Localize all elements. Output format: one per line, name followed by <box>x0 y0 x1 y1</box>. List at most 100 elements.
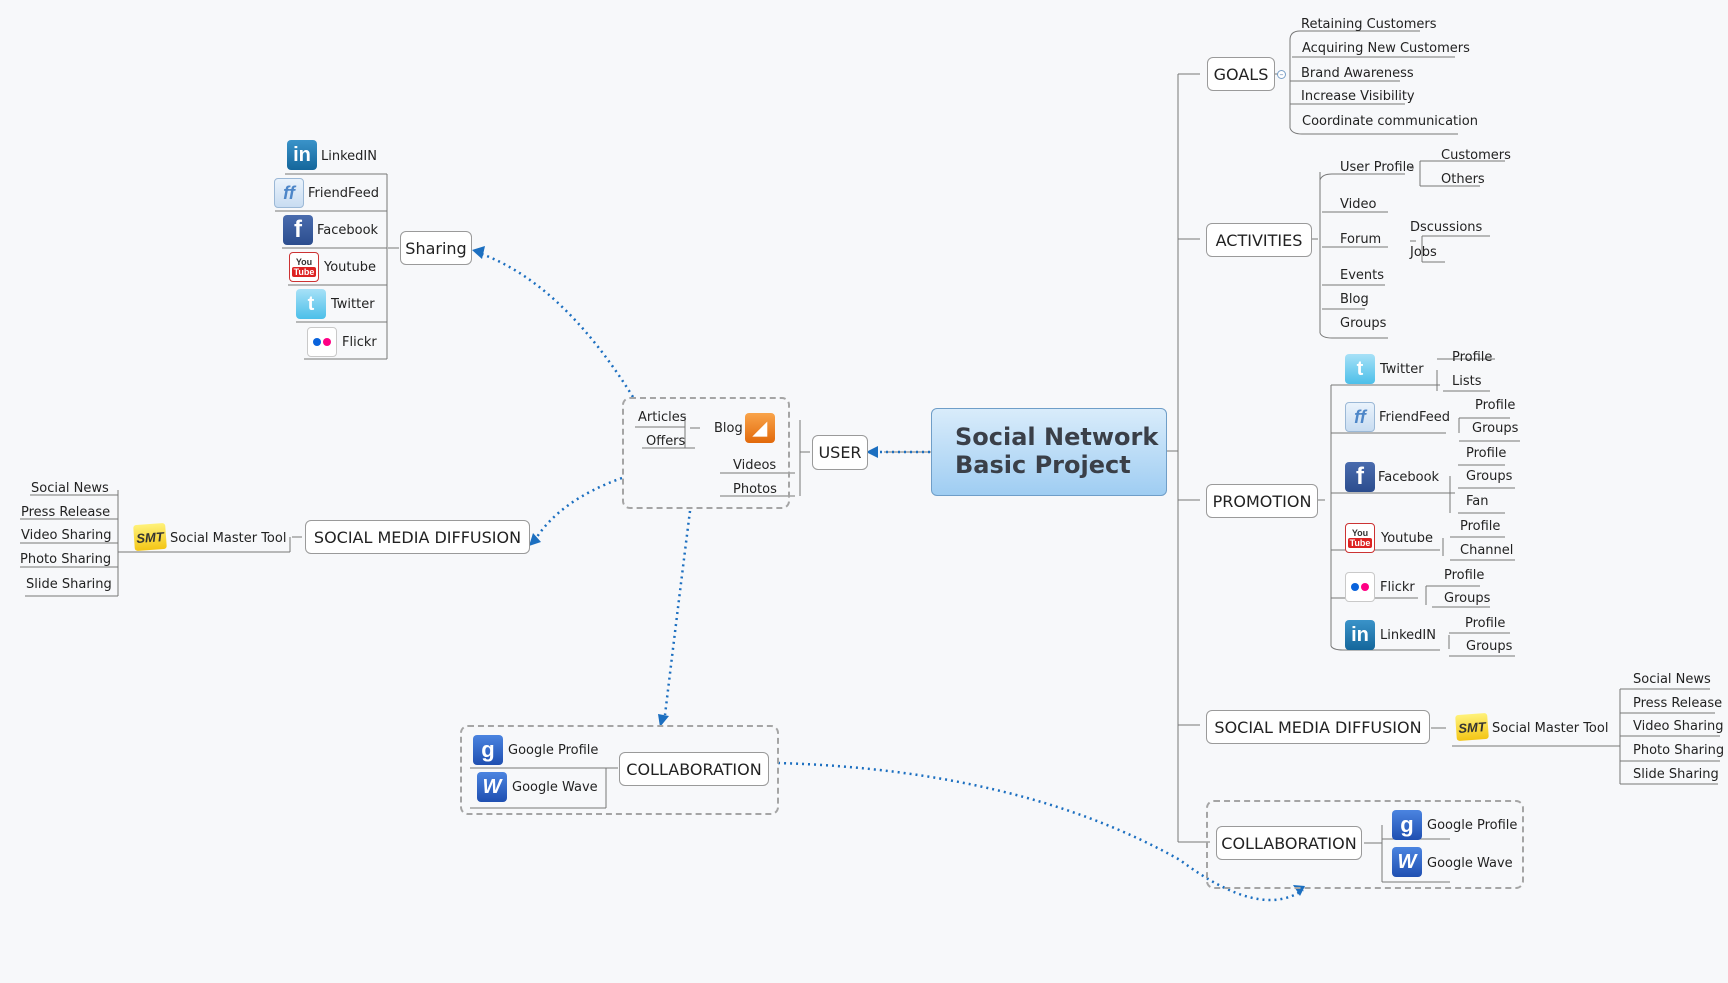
promotion-subitem[interactable]: Profile <box>1444 568 1485 583</box>
promotion-twitter[interactable]: Twitter <box>1380 362 1424 377</box>
activity-events[interactable]: Events <box>1340 268 1385 283</box>
activity-subitem[interactable]: Others <box>1441 172 1485 187</box>
activity-subitem[interactable]: Dscussions <box>1410 220 1483 235</box>
user-node[interactable]: USER <box>812 435 868 470</box>
collapse-toggle-icon[interactable]: – <box>1277 70 1286 79</box>
collab-item[interactable]: Google Wave <box>512 780 598 795</box>
promotion-youtube[interactable]: Youtube <box>1381 531 1433 546</box>
promotion-node[interactable]: PROMOTION <box>1206 484 1318 518</box>
collaboration-group-frame <box>460 725 779 815</box>
collab-item[interactable]: Google Profile <box>1427 818 1518 833</box>
promotion-linkedin[interactable]: LinkedIN <box>1380 628 1436 643</box>
promotion-subitem[interactable]: Profile <box>1452 350 1493 365</box>
activity-blog[interactable]: Blog <box>1340 292 1369 307</box>
sharing-item[interactable]: Twitter <box>331 297 375 312</box>
promotion-subitem[interactable]: Fan <box>1466 494 1489 509</box>
goal-item[interactable]: Brand Awareness <box>1301 66 1414 81</box>
smd-item[interactable]: Press Release <box>1633 696 1723 711</box>
youtube-icon: You Tube <box>289 252 319 282</box>
linkedin-icon: in <box>287 140 317 170</box>
goals-node[interactable]: GOALS <box>1207 57 1275 91</box>
google-icon: g <box>1392 810 1422 840</box>
user-group-frame <box>622 397 790 509</box>
twitter-icon: t <box>296 289 326 319</box>
user-item-photos[interactable]: Photos <box>733 482 777 497</box>
collaboration-group-frame <box>1206 800 1524 889</box>
sharing-node[interactable]: Sharing <box>400 231 472 265</box>
google-wave-icon: W <box>477 772 507 802</box>
social-media-diffusion-node[interactable]: SOCIAL MEDIA DIFFUSION <box>1206 710 1430 744</box>
youtube-icon-bottom: Tube <box>291 267 317 277</box>
friendfeed-icon: ff <box>274 178 304 208</box>
facebook-icon: f <box>1345 462 1375 492</box>
friendfeed-icon: ff <box>1345 402 1375 432</box>
social-master-tool[interactable]: Social Master Tool <box>170 531 287 546</box>
activities-node[interactable]: ACTIVITIES <box>1206 223 1312 257</box>
smd-item[interactable]: Video Sharing <box>21 528 112 543</box>
central-title-line2: Basic Project <box>955 451 1131 479</box>
collaboration-node[interactable]: COLLABORATION <box>1216 826 1362 860</box>
collab-item[interactable]: Google Wave <box>1427 856 1513 871</box>
smd-item[interactable]: Slide Sharing <box>26 577 112 592</box>
sharing-item[interactable]: Youtube <box>324 260 376 275</box>
activity-subitem[interactable]: Jobs <box>1410 245 1437 260</box>
promotion-subitem[interactable]: Groups <box>1444 591 1491 606</box>
flickr-icon <box>1345 572 1375 602</box>
user-item-videos[interactable]: Videos <box>733 458 777 473</box>
user-item-offers[interactable]: Offers <box>646 434 686 449</box>
youtube-icon: You Tube <box>1345 523 1375 553</box>
smd-item[interactable]: Photo Sharing <box>1633 743 1725 758</box>
rss-icon: ◢ <box>745 413 775 443</box>
flickr-icon <box>307 327 337 357</box>
social-master-tool[interactable]: Social Master Tool <box>1492 721 1609 736</box>
activity-forum[interactable]: Forum <box>1340 232 1382 247</box>
social-media-diffusion-node[interactable]: SOCIAL MEDIA DIFFUSION <box>305 520 530 554</box>
promotion-subitem[interactable]: Channel <box>1460 543 1514 558</box>
sharing-item[interactable]: Facebook <box>317 223 379 238</box>
smd-item[interactable]: Video Sharing <box>1633 719 1724 734</box>
promotion-friendfeed[interactable]: FriendFeed <box>1379 410 1450 425</box>
smd-item[interactable]: Social News <box>1633 672 1711 687</box>
user-item-blog[interactable]: Blog <box>714 421 743 436</box>
promotion-facebook[interactable]: Facebook <box>1378 470 1440 485</box>
promotion-subitem[interactable]: Groups <box>1466 469 1513 484</box>
goal-item[interactable]: Coordinate communication <box>1302 114 1478 129</box>
youtube-icon-top: You <box>1351 528 1369 538</box>
sharing-item[interactable]: FriendFeed <box>308 186 379 201</box>
central-topic[interactable]: Social Network Basic Project <box>931 408 1167 496</box>
smd-item[interactable]: Press Release <box>21 505 111 520</box>
google-icon: g <box>473 735 503 765</box>
promotion-subitem[interactable]: Profile <box>1466 446 1507 461</box>
sharing-item[interactable]: LinkedIN <box>321 149 377 164</box>
central-title-line1: Social Network <box>955 423 1159 451</box>
activity-subitem[interactable]: Customers <box>1441 148 1511 163</box>
promotion-flickr[interactable]: Flickr <box>1380 580 1415 595</box>
promotion-subitem[interactable]: Groups <box>1466 639 1513 654</box>
google-wave-icon: W <box>1392 847 1422 877</box>
goal-item[interactable]: Increase Visibility <box>1301 89 1415 104</box>
sharing-item[interactable]: Flickr <box>342 335 377 350</box>
collaboration-node[interactable]: COLLABORATION <box>619 752 769 786</box>
smd-item[interactable]: Slide Sharing <box>1633 767 1719 782</box>
activity-groups[interactable]: Groups <box>1340 316 1387 331</box>
promotion-subitem[interactable]: Profile <box>1475 398 1516 413</box>
promotion-subitem[interactable]: Profile <box>1465 616 1506 631</box>
youtube-icon-top: You <box>295 257 313 267</box>
goal-item[interactable]: Retaining Customers <box>1301 17 1437 32</box>
smt-icon: SMT <box>1455 712 1489 742</box>
activity-user-profile[interactable]: User Profile <box>1340 160 1415 175</box>
activity-video[interactable]: Video <box>1340 197 1377 212</box>
smt-icon: SMT <box>133 522 167 552</box>
facebook-icon: f <box>283 215 313 245</box>
youtube-icon-bottom: Tube <box>1347 538 1373 548</box>
collab-item[interactable]: Google Profile <box>508 743 599 758</box>
promotion-subitem[interactable]: Lists <box>1452 374 1482 389</box>
promotion-subitem[interactable]: Groups <box>1472 421 1519 436</box>
smd-item[interactable]: Photo Sharing <box>20 552 112 567</box>
smd-item[interactable]: Social News <box>31 481 109 496</box>
goal-item[interactable]: Acquiring New Customers <box>1302 41 1470 56</box>
twitter-icon: t <box>1345 354 1375 384</box>
linkedin-icon: in <box>1345 620 1375 650</box>
promotion-subitem[interactable]: Profile <box>1460 519 1501 534</box>
user-item-articles[interactable]: Articles <box>638 410 687 425</box>
